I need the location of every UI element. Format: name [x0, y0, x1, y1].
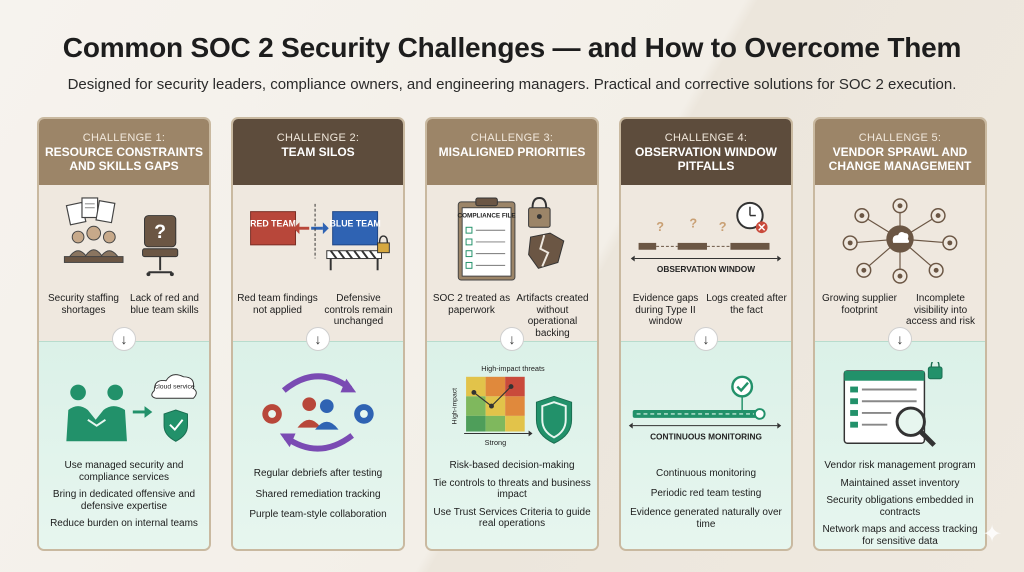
solution-section: Vendor risk management program Maintaine… [815, 341, 985, 549]
problem-list: Growing supplier footprint Incomplete vi… [819, 293, 981, 328]
problem-section: Growing supplier footprint Incomplete vi… [815, 185, 985, 341]
solution-section: High-impact threats High-impact Stron [427, 341, 597, 549]
question-mark: ? [656, 220, 664, 234]
card-header: CHALLENGE 5: VENDOR SPRAWL AND CHANGE MA… [815, 119, 985, 185]
matrix-top-label: High-impact threats [481, 364, 545, 373]
team-silos-illustration: RED TEAM BLUE TEAM [233, 193, 403, 285]
problem-item: SOC 2 treated as paperwork [432, 293, 511, 316]
problem-item: Artifacts created without operational ba… [516, 293, 589, 339]
question-mark: ? [689, 216, 697, 230]
question-mark: ? [719, 220, 727, 234]
challenge-card-5: CHALLENGE 5: VENDOR SPRAWL AND CHANGE MA… [813, 117, 987, 551]
challenge-title: RESOURCE CONSTRAINTS AND SKILLS GAPS [44, 145, 203, 173]
challenge-card-4: CHALLENGE 4: OBSERVATION WINDOW PITFALLS… [619, 117, 793, 551]
sparkle-icon: ✦ [982, 521, 1003, 548]
solution-item: Tie controls to threats and business imp… [433, 477, 591, 501]
solution-item: Use Trust Services Criteria to guide rea… [433, 506, 591, 530]
down-arrow-icon: ↓ [500, 327, 524, 351]
question-mark: ? [154, 221, 166, 243]
challenge-title: VENDOR SPRAWL AND CHANGE MANAGEMENT [828, 145, 972, 173]
challenge-number: CHALLENGE 3: [470, 132, 554, 144]
continuous-monitoring-label: CONTINUOUS MONITORING [650, 431, 762, 441]
solution-item: Purple team-style collaboration [249, 509, 387, 520]
down-arrow-icon: ↓ [888, 327, 912, 351]
solution-item: Network maps and access tracking for sen… [822, 524, 978, 547]
continuous-monitoring-illustration: CONTINUOUS MONITORING [621, 362, 791, 460]
card-header: CHALLENGE 2: TEAM SILOS [233, 119, 403, 185]
solution-item: Continuous monitoring [655, 468, 757, 479]
matrix-bottom-label: Strong [485, 438, 507, 447]
solution-section: cloud service Use managed security and c… [39, 341, 209, 549]
problem-list: Red team findings not applied Defensive … [237, 293, 399, 328]
down-arrow-icon: ↓ [306, 327, 330, 351]
solution-section: CONTINUOUS MONITORING Continuous monitor… [621, 341, 791, 549]
down-arrow-icon: ↓ [112, 327, 136, 351]
solution-list: Regular debriefs after testing Shared re… [239, 468, 397, 527]
observation-window-illustration: ? ? ? OBSERVATION WINDOW [621, 193, 791, 285]
challenge-number: CHALLENGE 2: [276, 132, 360, 144]
card-header: CHALLENGE 3: MISALIGNED PRIORITIES [427, 119, 597, 185]
challenge-cards: CHALLENGE 1: RESOURCE CONSTRAINTS AND SK… [37, 117, 987, 551]
compliance-file-label: COMPLIANCE FILE [458, 213, 516, 220]
card-header: CHALLENGE 1: RESOURCE CONSTRAINTS AND SK… [39, 119, 209, 185]
purple-team-collaboration-illustration [233, 362, 403, 460]
vendor-network-illustration [815, 193, 985, 285]
problem-section: ? ? ? OBSERVATION WINDOW Evidence gaps d… [621, 185, 791, 341]
solution-item: Security obligations embedded in contrac… [826, 495, 974, 518]
problem-item: Incomplete visibility into access and ri… [906, 293, 975, 327]
problem-item: Evidence gaps during Type II window [632, 293, 699, 327]
problem-item: Lack of red and blue team skills [130, 293, 199, 316]
problem-list: SOC 2 treated as paperwork Artifacts cre… [431, 293, 593, 339]
matrix-side-label: High-impact [451, 388, 458, 425]
problem-item: Defensive controls remain unchanged [324, 293, 393, 327]
challenge-number: CHALLENGE 5: [858, 132, 942, 144]
problem-item: Logs created after the fact [706, 293, 787, 316]
solution-item: Periodic red team testing [650, 487, 762, 499]
solution-item: Risk-based decision-making [449, 460, 575, 471]
problem-item: Security staffing shortages [48, 293, 119, 316]
down-arrow-icon: ↓ [694, 327, 718, 351]
risk-matrix-illustration: High-impact threats High-impact Stron [427, 362, 597, 460]
red-team-label: RED TEAM [250, 218, 296, 228]
page-title: Common SOC 2 Security Challenges — and H… [62, 32, 962, 63]
compliance-file-illustration: COMPLIANCE FILE [427, 193, 597, 285]
problem-section: ? Security staffing shortages Lack of re… [39, 185, 209, 341]
challenge-card-2: CHALLENGE 2: TEAM SILOS RED TEAM BLUE TE… [231, 117, 405, 551]
solution-list: Risk-based decision-making Tie controls … [433, 460, 591, 536]
problem-list: Security staffing shortages Lack of red … [43, 293, 205, 316]
problem-section: RED TEAM BLUE TEAM Red team [233, 185, 403, 341]
challenge-card-1: CHALLENGE 1: RESOURCE CONSTRAINTS AND SK… [37, 117, 211, 551]
blue-team-label: BLUE TEAM [330, 218, 381, 228]
solution-item: Bring in dedicated offensive and defensi… [52, 489, 196, 512]
challenge-title: TEAM SILOS [281, 145, 355, 159]
page-subtitle: Designed for security leaders, complianc… [67, 76, 957, 93]
solution-item: Regular debriefs after testing [253, 468, 383, 479]
card-header: CHALLENGE 4: OBSERVATION WINDOW PITFALLS [621, 119, 791, 185]
solution-item: Evidence generated naturally over time [630, 507, 782, 530]
asset-inventory-illustration [815, 359, 985, 460]
solution-item: Use managed security and compliance serv… [64, 460, 184, 483]
problem-list: Evidence gaps during Type II window Logs… [625, 293, 787, 328]
solution-item: Reduce burden on internal teams [50, 518, 198, 529]
cloud-service-label: cloud service [155, 384, 195, 391]
understaffed-team-illustration: ? [39, 193, 209, 285]
solution-list: Use managed security and compliance serv… [45, 460, 203, 536]
solution-list: Vendor risk management program Maintaine… [821, 460, 979, 549]
challenge-card-3: CHALLENGE 3: MISALIGNED PRIORITIES COMPL… [425, 117, 599, 551]
solution-item: Maintained asset inventory [840, 477, 960, 489]
problem-item: Growing supplier footprint [821, 293, 898, 316]
managed-service-illustration: cloud service [39, 362, 209, 460]
challenge-number: CHALLENGE 4: [664, 132, 748, 144]
solution-list: Continuous monitoring Periodic red team … [627, 468, 785, 536]
challenge-number: CHALLENGE 1: [82, 132, 166, 144]
challenge-title: OBSERVATION WINDOW PITFALLS [635, 145, 777, 173]
solution-section: Regular debriefs after testing Shared re… [233, 341, 403, 549]
observation-window-label: OBSERVATION WINDOW [657, 264, 755, 274]
problem-item: Red team findings not applied [237, 293, 318, 316]
solution-item: Vendor risk management program [824, 460, 976, 471]
solution-item: Shared remediation tracking [255, 488, 381, 500]
challenge-title: MISALIGNED PRIORITIES [438, 145, 586, 159]
problem-section: COMPLIANCE FILE SOC 2 trea [427, 185, 597, 341]
